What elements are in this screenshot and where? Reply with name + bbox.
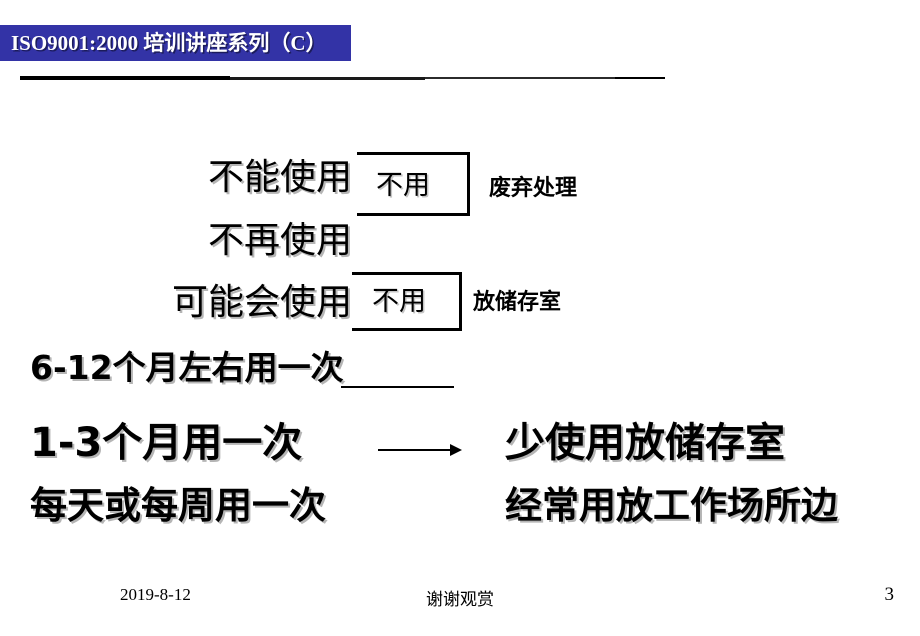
row-5-label: 1-3个月用一次 (30, 420, 303, 466)
arrow-head (450, 444, 462, 456)
row-1-outcome: 废弃处理 (489, 176, 578, 201)
divider-segment (425, 77, 615, 79)
row-1-bracket (357, 152, 470, 216)
title-divider (20, 75, 665, 81)
row-3-outcome: 放储存室 (473, 290, 562, 315)
footer-page-number: 3 (884, 584, 895, 605)
row-3-bracket-label: 不用 (372, 286, 426, 317)
row-1-bracket-label: 不用 (376, 170, 430, 201)
row-6-outcome: 经常用放工作场所边 (505, 484, 838, 527)
slide-title-banner: ISO9001:2000 培训讲座系列（C） (0, 25, 351, 61)
row-6-label: 每天或每周用一次 (30, 484, 326, 527)
row-3-label: 可能会使用 (171, 282, 352, 323)
row-1-label: 不能使用 (207, 157, 352, 198)
arrow-shaft (378, 449, 452, 451)
row-4-underline (341, 386, 454, 388)
divider-segment (20, 76, 230, 80)
right-arrow-icon (378, 440, 464, 460)
footer-center-text: 谢谢观赏 (426, 590, 494, 610)
row-3-bracket (352, 272, 462, 331)
footer-date: 2019-8-12 (120, 585, 191, 604)
row-5-outcome: 少使用放储存室 (505, 420, 785, 466)
slide-title: ISO9001:2000 培训讲座系列（C） (11, 30, 327, 55)
divider-segment (615, 77, 665, 79)
divider-segment (230, 77, 425, 80)
row-2-label: 不再使用 (207, 220, 352, 261)
row-4-label: 6-12个月左右用一次 (30, 348, 344, 387)
